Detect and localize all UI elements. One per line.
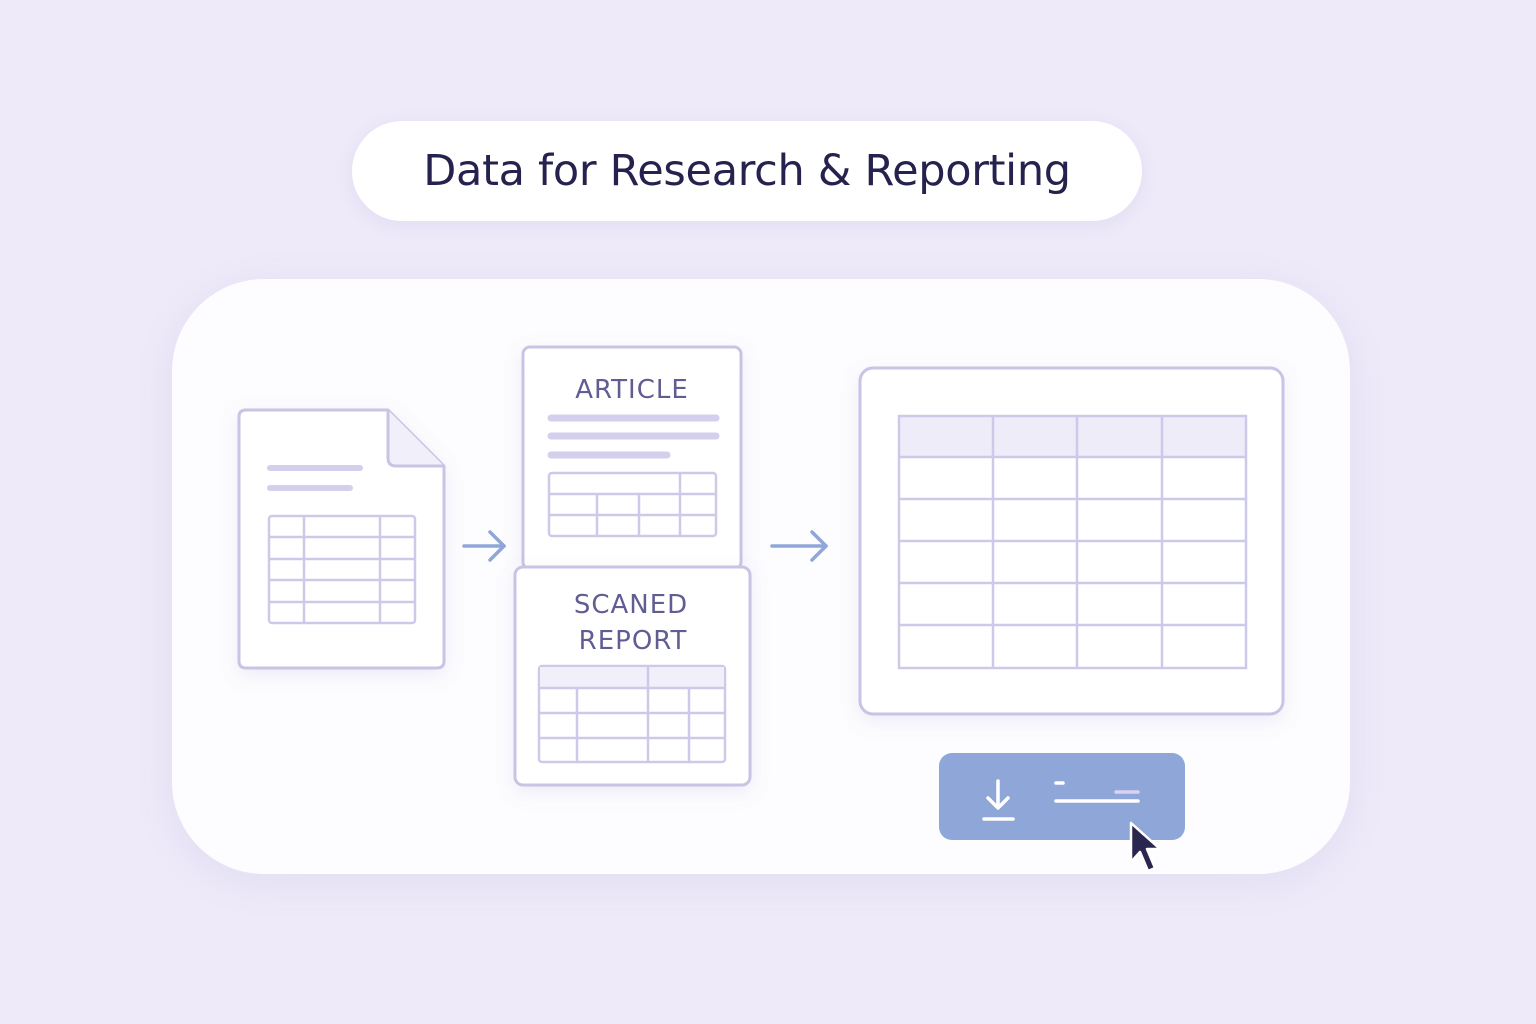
page-fold <box>386 410 444 468</box>
spreadsheet-grid <box>897 414 1248 670</box>
scanned-report-table <box>537 664 727 764</box>
scanned-report-label-line2: REPORT <box>579 626 688 656</box>
mouse-cursor-icon <box>1129 821 1162 873</box>
article-label: ARTICLE <box>575 375 689 405</box>
title-pill: Data for Research & Reporting <box>352 121 1142 221</box>
article-table <box>547 471 718 538</box>
page-title: Data for Research & Reporting <box>423 146 1071 196</box>
download-icon <box>982 779 1015 821</box>
arrow-right-icon <box>462 530 506 562</box>
download-button[interactable] <box>939 753 1185 840</box>
scanned-report-label-line1: SCANED <box>574 590 688 620</box>
arrow-right-icon <box>770 530 828 562</box>
source-table <box>267 514 417 625</box>
